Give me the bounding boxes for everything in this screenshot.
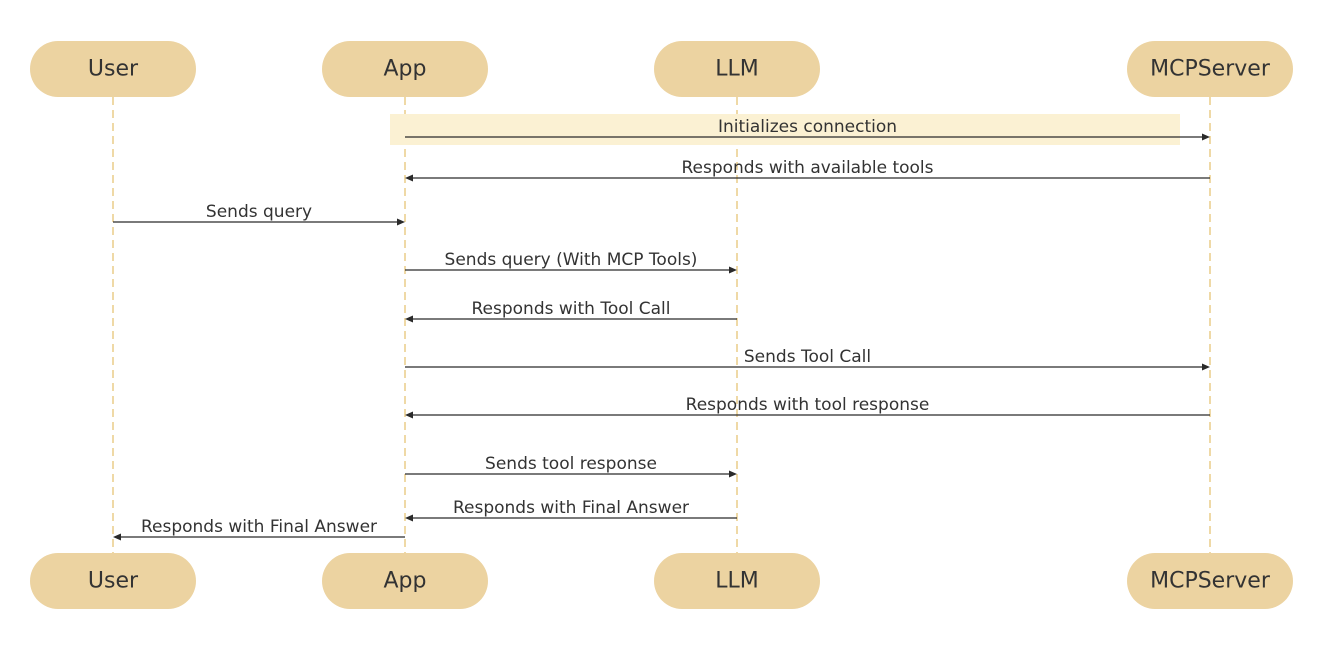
message-7-label: Responds with tool response xyxy=(686,395,930,415)
participant-user-bottom-label: User xyxy=(88,569,139,594)
message-10-arrowhead xyxy=(113,533,121,541)
participant-app-top-box xyxy=(322,41,488,97)
participant-llm-top-box xyxy=(654,41,820,97)
participant-mcp-bottom: MCPServer xyxy=(1127,553,1293,609)
participant-mcp-bottom-box xyxy=(1127,553,1293,609)
message-6-arrowhead xyxy=(1202,363,1210,371)
message-3-label: Sends query xyxy=(206,202,312,222)
message-5-label: Responds with Tool Call xyxy=(471,299,670,319)
message-9-arrowhead xyxy=(405,514,413,522)
message-7-arrowhead xyxy=(405,411,413,419)
participant-llm-top-label: LLM xyxy=(715,57,759,82)
participant-user-bottom: User xyxy=(30,553,196,609)
participant-mcp-top-label: MCPServer xyxy=(1150,57,1271,82)
message-4-arrowhead xyxy=(729,266,737,274)
participant-app-bottom-box xyxy=(322,553,488,609)
participant-llm-bottom: LLM xyxy=(654,553,820,609)
participant-app-bottom-label: App xyxy=(384,569,427,594)
message-2-arrowhead xyxy=(405,174,413,182)
participant-mcp-top-box xyxy=(1127,41,1293,97)
lifelines xyxy=(112,97,1211,553)
message-3-arrowhead xyxy=(397,218,405,226)
message-10-label: Responds with Final Answer xyxy=(141,517,377,537)
participant-llm-bottom-box xyxy=(654,553,820,609)
message-5-arrowhead xyxy=(405,315,413,323)
participant-user-top: User xyxy=(30,41,196,97)
participant-app-top-label: App xyxy=(384,57,427,82)
message-1-label: Initializes connection xyxy=(718,117,897,137)
participant-user-top-box xyxy=(30,41,196,97)
message-4-label: Sends query (With MCP Tools) xyxy=(445,250,698,270)
participant-app-bottom: App xyxy=(322,553,488,609)
participant-user-top-label: User xyxy=(88,57,139,82)
highlight-band-layer xyxy=(390,114,1180,145)
highlight-band xyxy=(390,114,1180,145)
message-8-label: Sends tool response xyxy=(485,454,657,474)
participant-mcp-top: MCPServer xyxy=(1127,41,1293,97)
message-8-arrowhead xyxy=(729,470,737,478)
participant-llm-bottom-label: LLM xyxy=(715,569,759,594)
message-9-label: Responds with Final Answer xyxy=(453,498,689,518)
participant-llm-top: LLM xyxy=(654,41,820,97)
participant-user-bottom-box xyxy=(30,553,196,609)
message-1-arrowhead xyxy=(1202,133,1210,141)
participant-mcp-bottom-label: MCPServer xyxy=(1150,569,1271,594)
message-2-label: Responds with available tools xyxy=(681,158,933,178)
participant-app-top: App xyxy=(322,41,488,97)
message-6-label: Sends Tool Call xyxy=(744,347,871,367)
